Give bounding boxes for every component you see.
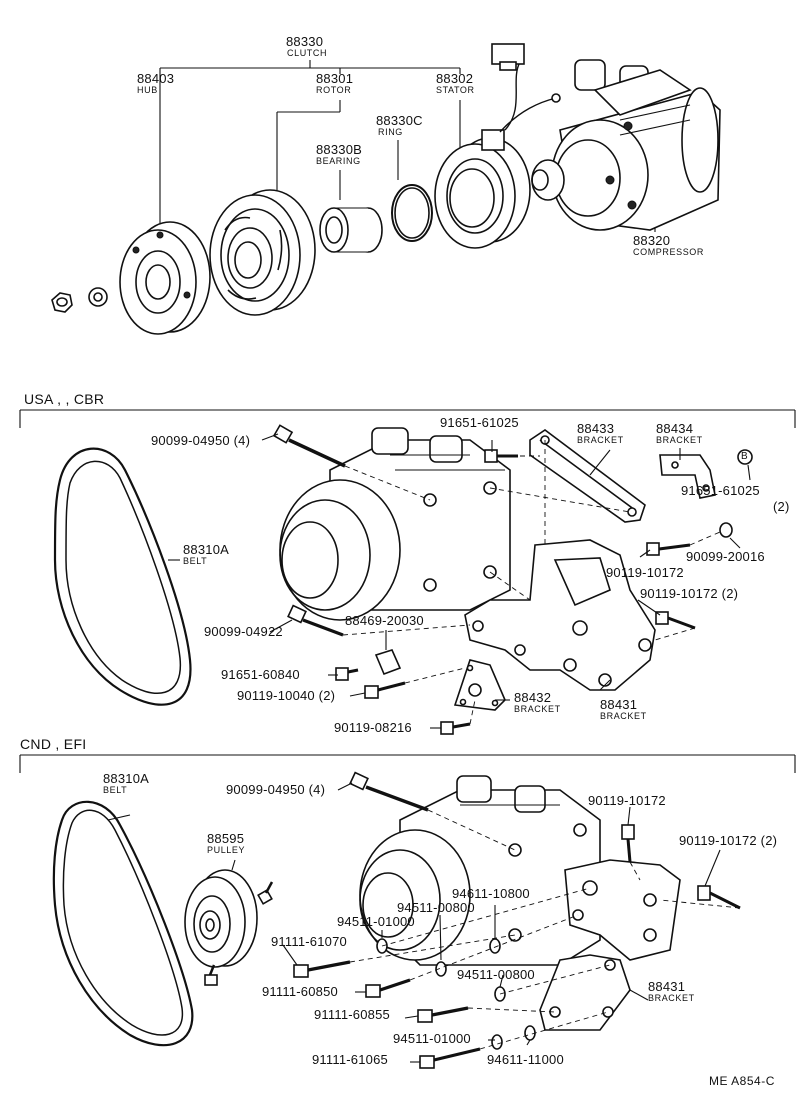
usa-bolts-drawing (272, 424, 733, 735)
usa-bracket-88434-drawing (659, 449, 753, 499)
usa-bolt-91651-60840: 91651-60840 (221, 667, 300, 682)
usa-nut-90099-20016: 90099-20016 (686, 549, 765, 564)
cnd-pulley-drawing (184, 869, 274, 986)
cnd-washer-94511-00800-a: 94511-00800 (397, 900, 475, 915)
usa-bolt-91651-61025: 91651-61025 (440, 415, 519, 430)
usa-marker-b: B (741, 451, 749, 462)
cnd-pulley-number: 88595 (207, 831, 245, 846)
usa-bolt-90119-08216: 90119-08216 (334, 720, 412, 735)
usa-spacer-88469-20030: 88469-20030 (345, 613, 424, 628)
cnd-bolt-91111-61070: 91111-61070 (271, 934, 347, 949)
usa-belt-drawing (53, 447, 192, 706)
bearing-part-name: BEARING (316, 156, 361, 166)
usa-bolt-90099-04922: 90099-04922 (204, 624, 283, 639)
rotor-drawing (209, 189, 316, 316)
usa-leader-lines (168, 433, 751, 729)
usa-belt-name: BELT (183, 556, 208, 566)
cnd-belt-drawing (52, 800, 194, 1047)
cnd-bolt-90099-04950: 90099-04950 (4) (226, 782, 326, 797)
usa-bracket-88434-number: 88434 (656, 421, 694, 436)
usa-bracket-88431-name: BRACKET (600, 711, 647, 721)
usa-bracket-88431-drawing (464, 539, 656, 691)
cnd-belt-name: BELT (103, 785, 128, 795)
usa-bracket-88432-number: 88432 (514, 690, 552, 705)
cnd-bolt-90119-10172: 90119-10172 (588, 793, 666, 808)
cnd-washer-94511-01000-a: 94511-01000 (337, 914, 415, 929)
ring-part-name: RING (378, 127, 403, 137)
hub-drawing (119, 221, 211, 335)
rotor-part-number: 88301 (316, 71, 354, 86)
ring-part-number: 88330C (376, 113, 423, 128)
cnd-washer-94611-10800: 94611-10800 (452, 886, 530, 901)
usa-bracket-88431-number: 88431 (600, 697, 638, 712)
cnd-bracket-88431-number: 88431 (648, 979, 686, 994)
clutch-part-name: CLUTCH (287, 48, 328, 58)
bearing-drawing (319, 207, 383, 253)
cnd-pulley-name: PULLEY (207, 845, 246, 855)
usa-bracket-88434-name: BRACKET (656, 435, 703, 445)
ring-drawing (391, 184, 433, 242)
usa-bracket-88433-drawing (529, 429, 646, 523)
cnd-section-frame (19, 754, 796, 773)
usa-compressor-drawing (279, 427, 511, 621)
cnd-compressor-drawing (359, 775, 601, 966)
usa-spacer-drawing (374, 649, 402, 676)
cnd-bolt-91111-60850: 91111-60850 (262, 984, 338, 999)
cnd-washer-94611-11000: 94611-11000 (487, 1052, 564, 1067)
cnd-bracket-88431-drawing (539, 859, 681, 1031)
usa-bolt-90119-10172: 90119-10172 (606, 565, 684, 580)
compressor-part-name: COMPRESSOR (633, 247, 705, 257)
bearing-part-number: 88330B (316, 142, 363, 157)
stator-part-name: STATOR (436, 85, 475, 95)
usa-bracket-88433-number: 88433 (577, 421, 615, 436)
usa-section-frame (19, 409, 796, 428)
stator-part-number: 88302 (436, 71, 474, 86)
usa-bracket-88432-name: BRACKET (514, 704, 561, 714)
cnd-bolt-91111-60855: 91111-60855 (314, 1007, 390, 1022)
hub-part-name: HUB (137, 85, 158, 95)
cnd-bolt-90119-10172-2: 90119-10172 (2) (679, 833, 778, 848)
compressor-drawing (531, 59, 721, 231)
cnd-section-title: CND , EFI (20, 736, 87, 752)
usa-bracket-88432-drawing (453, 659, 506, 711)
usa-bolt-90119-10172-2: 90119-10172 (2) (640, 586, 739, 601)
usa-bolt-91651-61025-b-qty: (2) (773, 499, 790, 514)
rotor-part-name: ROTOR (316, 85, 352, 95)
usa-belt-number: 88310A (183, 542, 230, 557)
usa-section-title: USA , , CBR (24, 391, 105, 407)
compressor-part-number: 88320 (633, 233, 671, 248)
hub-nut-drawing (51, 287, 108, 313)
usa-bolt-91651-61025-b: 91651-61025 (681, 483, 760, 498)
clutch-part-number: 88330 (286, 34, 324, 49)
hub-part-number: 88403 (137, 71, 175, 86)
usa-bracket-88433-name: BRACKET (577, 435, 624, 445)
cnd-belt-number: 88310A (103, 771, 150, 786)
cnd-leader-lines (107, 782, 741, 1063)
stator-drawing (434, 43, 561, 249)
cnd-bolt-91111-61065: 91111-61065 (312, 1052, 388, 1067)
usa-bolt-90119-10040: 90119-10040 (2) (237, 688, 336, 703)
cnd-washer-94511-01000-b: 94511-01000 (393, 1031, 471, 1046)
figure-reference-code: ME A854-C (709, 1074, 775, 1088)
usa-bolt-90099-04950: 90099-04950 (4) (151, 433, 251, 448)
cnd-washer-94511-00800-b: 94511-00800 (457, 967, 535, 982)
cnd-bracket-88431-name: BRACKET (648, 993, 695, 1003)
